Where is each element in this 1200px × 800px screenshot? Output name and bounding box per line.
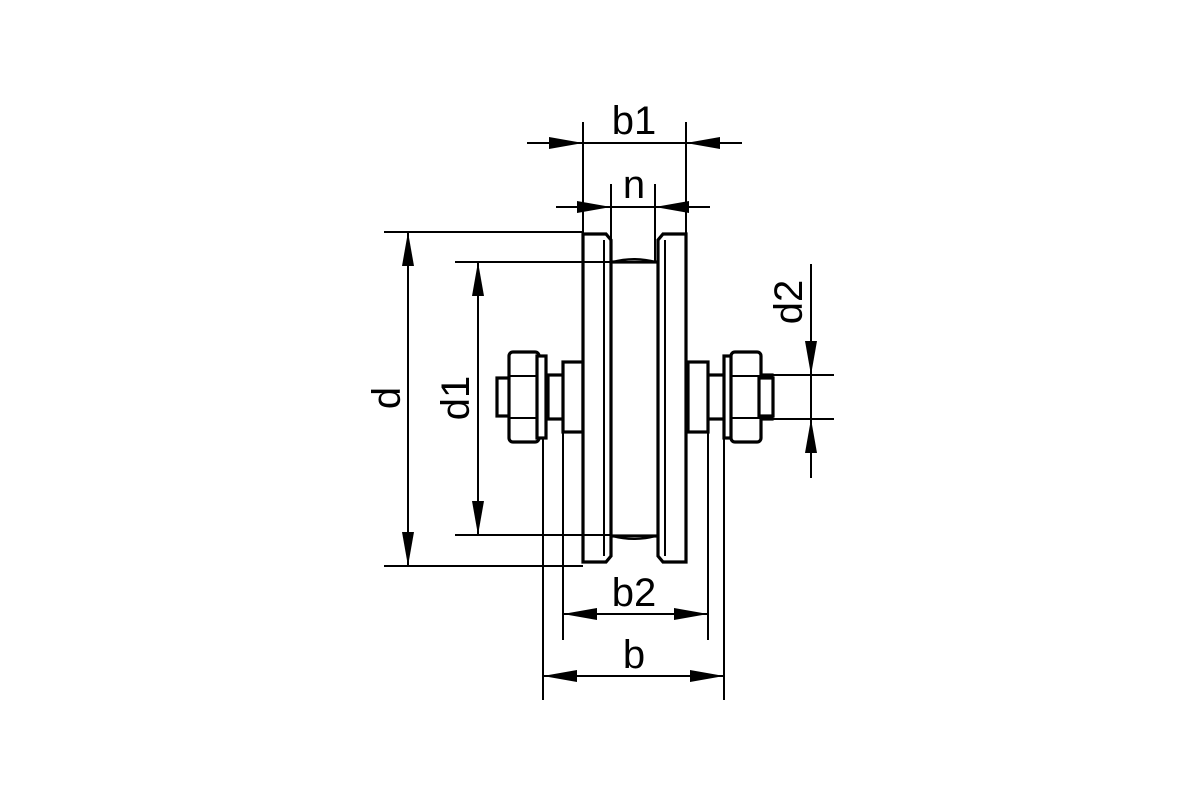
right-bolt-end (757, 376, 775, 418)
label-d: d (365, 387, 409, 409)
left-lock-washer (535, 354, 548, 440)
dimension-b (543, 670, 724, 682)
right-flange (656, 232, 688, 564)
label-d1: d1 (434, 376, 478, 421)
dimension-n (556, 201, 710, 213)
dimension-b1 (527, 137, 742, 149)
right-spacer (686, 360, 710, 434)
groove-hub (604, 260, 664, 538)
label-b: b (623, 633, 645, 677)
label-b1: b1 (612, 99, 657, 143)
dimension-d (402, 232, 414, 566)
wheel-part (495, 232, 775, 564)
right-nut (729, 350, 763, 444)
left-nut (507, 350, 541, 444)
label-b2: b2 (612, 571, 657, 615)
right-nut-assembly (686, 350, 775, 444)
left-flange (581, 232, 613, 564)
left-spacer (561, 360, 585, 434)
left-nut-assembly (495, 350, 585, 444)
dimension-labels: b1 n b2 b d d1 d2 (365, 99, 811, 677)
dimension-b2 (563, 608, 708, 620)
dimension-d1 (472, 262, 484, 535)
dimension-lines (384, 122, 834, 700)
label-n: n (623, 163, 645, 207)
label-d2: d2 (767, 280, 811, 325)
dimension-d2 (805, 264, 817, 478)
